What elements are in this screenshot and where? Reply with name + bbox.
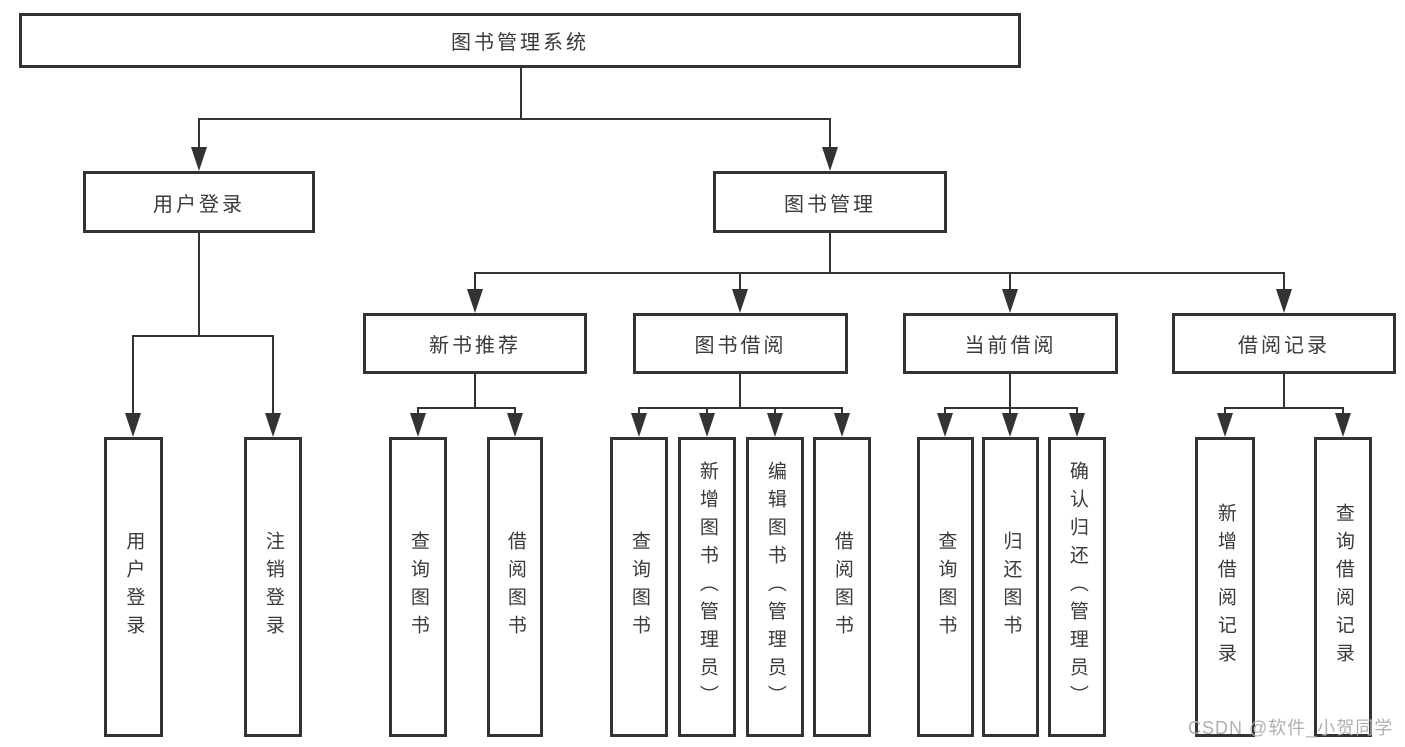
connector-line [198,118,831,120]
leaf-user-login: 用户登录 [104,437,163,737]
arrow-down-icon [507,413,523,437]
watermark-text: CSDN @软件_小贺同学 [1188,718,1394,738]
arrow-down-icon [125,413,141,437]
node-book-borrow-label: 图书借阅 [694,335,787,357]
connector-line [474,272,476,290]
leaf-br-add-record: 新增借阅记录 [1195,437,1255,737]
leaf-nb-query-books-label: 查询图书 [407,531,429,643]
node-new-book-recommend-label: 新书推荐 [429,335,521,357]
arrow-down-icon [1217,413,1233,437]
leaf-bb-add-books-admin-label: 新增图书（管理员） [696,461,718,713]
connector-line [1009,407,1011,415]
connector-line [944,407,946,415]
leaf-bb-edit-books-admin: 编辑图书（管理员） [746,437,804,737]
connector-line [739,374,741,407]
leaf-cb-return-books: 归还图书 [982,437,1039,737]
node-user-login: 用户登录 [83,171,315,233]
leaf-br-query-record: 查询借阅记录 [1314,437,1372,737]
connector-line [739,272,741,290]
arrow-down-icon [410,413,426,437]
arrow-down-icon [191,147,207,171]
leaf-cb-query-books: 查询图书 [917,437,974,737]
leaf-bb-borrow-books: 借阅图书 [813,437,871,737]
node-book-borrow: 图书借阅 [633,313,848,374]
connector-line [132,335,274,337]
connector-line [706,407,708,415]
connector-line [638,407,842,409]
node-library-system-label: 图书管理系统 [451,32,589,54]
node-book-management-label: 图书管理 [784,193,876,216]
leaf-cb-confirm-return-admin-label: 确认归还（管理员） [1066,461,1088,713]
connector-line [829,233,831,272]
connector-line [514,407,516,415]
leaf-cb-confirm-return-admin: 确认归还（管理员） [1048,437,1106,737]
connector-line [841,407,843,415]
arrow-down-icon [1002,289,1018,313]
connector-line [474,272,1285,274]
connector-line [474,374,476,407]
arrow-down-icon [1335,413,1351,437]
arrow-down-icon [937,413,953,437]
connector-line [1224,407,1226,415]
connector-line [1342,407,1344,415]
leaf-br-add-record-label: 新增借阅记录 [1214,503,1236,671]
connector-line [417,407,515,409]
arrow-down-icon [834,413,850,437]
connector-line [638,407,640,415]
node-borrow-records: 借阅记录 [1172,313,1396,374]
connector-line [417,407,419,415]
arrow-down-icon [1069,413,1085,437]
arrow-down-icon [265,413,281,437]
connector-line [1224,407,1343,409]
connector-line [1076,407,1078,415]
leaf-nb-borrow-books: 借阅图书 [487,437,543,737]
arrow-down-icon [767,413,783,437]
leaf-bb-borrow-books-label: 借阅图书 [831,531,853,643]
leaf-nb-query-books: 查询图书 [389,437,447,737]
connector-line [198,118,200,148]
leaf-cb-query-books-label: 查询图书 [935,531,957,643]
leaf-nb-borrow-books-label: 借阅图书 [504,531,526,643]
connector-line [272,335,274,414]
arrow-down-icon [1276,289,1292,313]
node-book-management: 图书管理 [713,171,947,233]
connector-line [198,233,200,335]
node-current-borrow: 当前借阅 [903,313,1118,374]
connector-line [520,68,522,118]
arrow-down-icon [1002,413,1018,437]
leaf-logout-label: 注销登录 [262,531,284,643]
node-new-book-recommend: 新书推荐 [363,313,587,374]
arrow-down-icon [467,289,483,313]
arrow-down-icon [699,413,715,437]
leaf-br-query-record-label: 查询借阅记录 [1332,503,1354,671]
connector-line [1283,374,1285,407]
node-current-borrow-label: 当前借阅 [964,335,1057,357]
arrow-down-icon [631,413,647,437]
leaf-user-login-label: 用户登录 [123,531,145,643]
connector-line [774,407,776,415]
leaf-bb-add-books-admin: 新增图书（管理员） [678,437,736,737]
connector-line [1283,272,1285,290]
arrow-down-icon [732,289,748,313]
leaf-bb-edit-books-admin-label: 编辑图书（管理员） [764,461,786,713]
connector-line [1009,374,1011,407]
leaf-cb-return-books-label: 归还图书 [1000,531,1022,643]
connector-line [829,118,831,148]
connector-line [132,335,134,414]
node-library-system: 图书管理系统 [19,13,1021,68]
connector-line [944,407,1078,409]
connector-line [1009,272,1011,290]
arrow-down-icon [822,147,838,171]
leaf-bb-query-books-label: 查询图书 [628,531,650,643]
node-user-login-label: 用户登录 [153,193,245,216]
node-borrow-records-label: 借阅记录 [1238,335,1330,357]
leaf-logout: 注销登录 [244,437,302,737]
leaf-bb-query-books: 查询图书 [610,437,668,737]
